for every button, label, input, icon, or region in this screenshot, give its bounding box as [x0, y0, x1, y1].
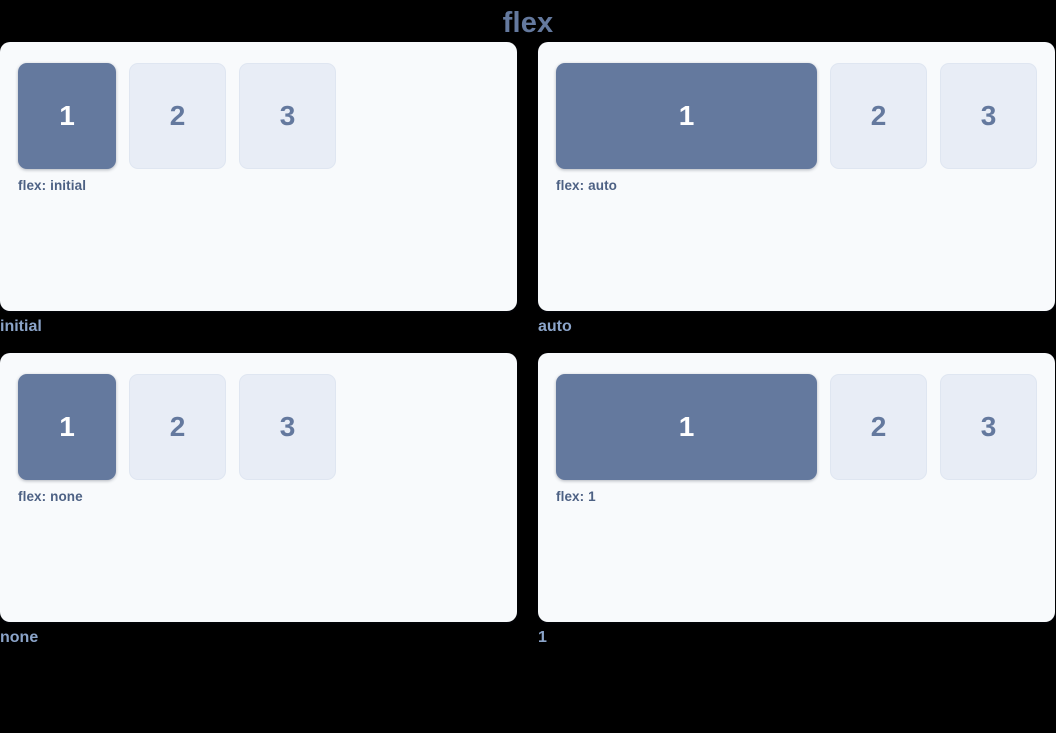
- flex-container-none: 1 2 3: [18, 374, 499, 480]
- demo-grid: 1 2 3 flex: initial initial 1 2 3 flex: …: [0, 42, 1056, 650]
- flex-code-label-auto: flex: auto: [556, 178, 618, 193]
- flex-item-1: 1: [556, 63, 817, 169]
- flex-item-3: 3: [239, 374, 336, 480]
- flex-demo-panel-none: 1 2 3 flex: none: [0, 353, 517, 622]
- demo-cell-auto: 1 2 3 flex: auto auto: [538, 42, 1055, 339]
- flex-item-3: 3: [940, 374, 1037, 480]
- demo-cell-none: 1 2 3 flex: none none: [0, 353, 517, 650]
- demo-caption-initial: initial: [0, 318, 42, 335]
- flex-container-initial: 1 2 3: [18, 63, 499, 169]
- flex-demo-panel-initial: 1 2 3 flex: initial: [0, 42, 517, 311]
- demo-caption-one: 1: [538, 629, 547, 646]
- demo-cell-one: 1 2 3 flex: 1 1: [538, 353, 1055, 650]
- flex-code-label-initial: flex: initial: [18, 178, 87, 193]
- demo-cell-initial: 1 2 3 flex: initial initial: [0, 42, 517, 339]
- flex-code-label-none: flex: none: [18, 489, 83, 504]
- flex-item-2: 2: [830, 63, 927, 169]
- page-title: flex: [502, 7, 554, 39]
- flex-item-2: 2: [830, 374, 927, 480]
- flex-demo-panel-one: 1 2 3 flex: 1: [538, 353, 1055, 622]
- demo-caption-auto: auto: [538, 318, 572, 335]
- flex-container-one: 1 2 3: [556, 374, 1037, 480]
- flex-container-auto: 1 2 3: [556, 63, 1037, 169]
- flex-item-3: 3: [940, 63, 1037, 169]
- demo-caption-none: none: [0, 629, 39, 646]
- flex-item-1: 1: [18, 374, 116, 480]
- flex-item-1: 1: [556, 374, 817, 480]
- flex-demo-panel-auto: 1 2 3 flex: auto: [538, 42, 1055, 311]
- flex-item-1: 1: [18, 63, 116, 169]
- flex-item-2: 2: [129, 63, 226, 169]
- flex-code-label-one: flex: 1: [556, 489, 596, 504]
- flex-item-2: 2: [129, 374, 226, 480]
- flex-item-3: 3: [239, 63, 336, 169]
